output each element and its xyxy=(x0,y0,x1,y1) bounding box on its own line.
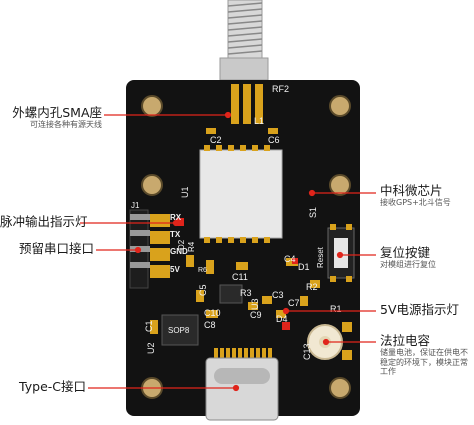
usb-c-connector xyxy=(205,348,279,421)
callout-farad-sub: 储量电池，保证在供电不稳定的环境下，模块正常工作 xyxy=(380,348,468,376)
callout-chip-title: 中科微芯片 xyxy=(380,183,443,198)
callout-reset-title: 复位按键 xyxy=(380,245,431,260)
callout-power: 5V电源指示灯 xyxy=(380,302,472,317)
callout-power-title: 5V电源指示灯 xyxy=(380,302,460,317)
silk-5v: 5V xyxy=(170,265,180,274)
callout-farad-title: 法拉电容 xyxy=(380,333,431,348)
callout-uart-title: 预留串口接口 xyxy=(18,241,94,256)
callout-chip: 中科微芯片 接收GPS+北斗信号 xyxy=(380,183,472,208)
silk-d2: D2 xyxy=(177,239,186,250)
silk-c6: C6 xyxy=(268,135,280,145)
mounting-holes xyxy=(141,95,351,399)
silk-c1: C1 xyxy=(144,320,154,332)
callout-sma-title: 外螺内孔SMA座 xyxy=(12,105,102,120)
sma-connector xyxy=(219,0,269,81)
silk-r4: R4 xyxy=(187,241,196,252)
callout-pulse: 脉冲输出指示灯 xyxy=(0,214,88,229)
silk-gnd: GND xyxy=(170,247,188,256)
silk-rx: RX xyxy=(170,213,182,222)
u3-chip xyxy=(219,284,243,304)
silk-r6: R6 xyxy=(198,267,207,274)
silk-c7: C7 xyxy=(288,298,300,308)
rf-pads xyxy=(231,84,263,124)
chip-pads xyxy=(204,145,270,243)
silk-j1: J1 xyxy=(131,201,140,210)
silk-u1: U1 xyxy=(180,186,190,198)
silk-reset: Reset xyxy=(316,246,325,268)
silk-c13: C13 xyxy=(302,343,312,360)
silk-d1: D1 xyxy=(298,262,310,272)
silk-d4: D4 xyxy=(276,314,288,324)
callout-typec-title: Type-C接口 xyxy=(19,379,86,394)
silk-c4: C4 xyxy=(284,254,296,264)
silk-c5: C5 xyxy=(198,284,208,296)
callout-reset-sub: 对模组进行复位 xyxy=(380,260,436,270)
callout-sma: 外螺内孔SMA座 可连接各种有源天线 xyxy=(6,105,102,130)
callout-farad: 法拉电容 储量电池，保证在供电不稳定的环境下，模块正常工作 xyxy=(380,333,472,376)
callout-reset: 复位按键 对模组进行复位 xyxy=(380,245,472,270)
silk-c10: C10 xyxy=(204,308,221,318)
leds xyxy=(176,218,298,330)
silk-c11: C11 xyxy=(232,272,248,282)
callout-chip-sub: 接收GPS+北斗信号 xyxy=(380,198,451,208)
silk-tx: TX xyxy=(170,230,181,239)
silk-r2: R2 xyxy=(306,282,318,292)
silk-c2: C2 xyxy=(210,135,222,145)
silk-c9: C9 xyxy=(250,310,262,320)
silk-rf2: RF2 xyxy=(272,84,289,94)
callout-lines xyxy=(80,111,376,392)
silkscreen: RF2 C2 L1 C6 U1 J1 RX TX GND 5V D2 R4 S1… xyxy=(131,84,342,360)
callout-uart: 预留串口接口 xyxy=(0,241,94,256)
silk-r3: R3 xyxy=(240,288,252,298)
gnss-chip-module xyxy=(199,149,283,239)
silk-c8: C8 xyxy=(204,320,216,330)
silk-u2: U2 xyxy=(146,342,156,354)
callout-pulse-title: 脉冲输出指示灯 xyxy=(0,214,88,229)
silk-sop8: SOP8 xyxy=(168,326,190,335)
silk-r1: R1 xyxy=(330,304,342,314)
silk-u3: U3 xyxy=(250,298,260,310)
silk-c3: C3 xyxy=(272,290,284,300)
callout-typec: Type-C接口 xyxy=(0,379,86,394)
sop8-chip xyxy=(161,314,199,346)
callout-sma-sub: 可连接各种有源天线 xyxy=(30,120,102,130)
silk-l1: L1 xyxy=(254,116,264,126)
silk-s1: S1 xyxy=(308,207,318,218)
